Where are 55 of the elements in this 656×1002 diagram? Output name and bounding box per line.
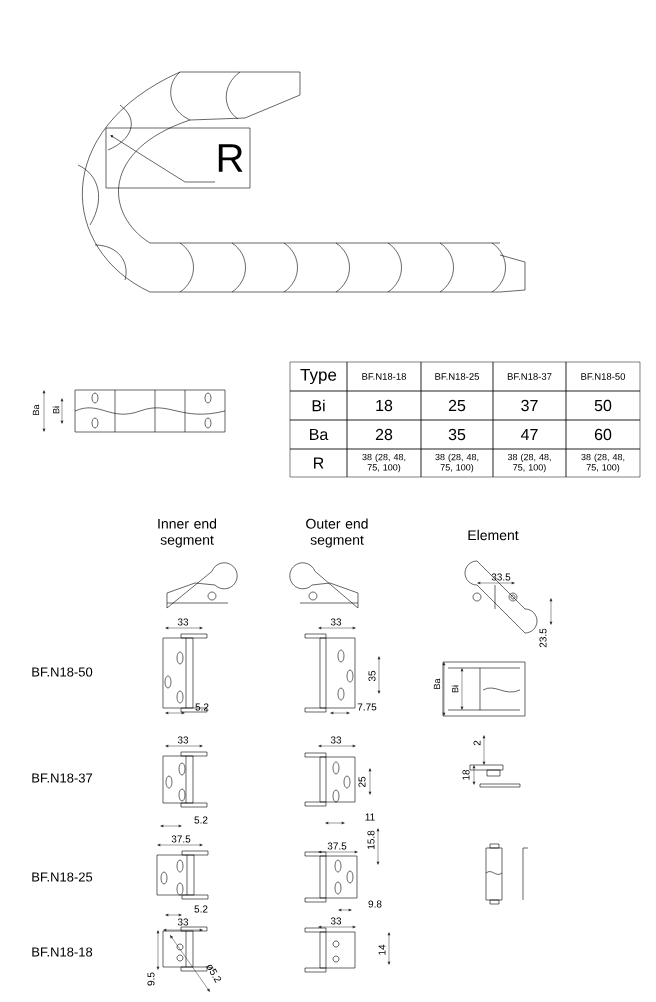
radius-label: R	[218, 144, 243, 172]
dimension-label: 9.5	[147, 972, 155, 986]
row-heading: R	[289, 448, 348, 478]
dimension-label: 5.2	[195, 703, 209, 711]
dimension-label: Ba	[32, 404, 40, 415]
dimension-label: 9.8	[368, 900, 382, 908]
type-label: BF.N18-18	[32, 947, 93, 957]
table-cell: 18	[346, 390, 422, 421]
type-label: BF.N18-50	[32, 667, 93, 677]
row-heading: Bi	[289, 390, 348, 421]
dimension-label: 33	[177, 618, 189, 626]
dimension-label: 33	[177, 736, 189, 744]
dimension-label: 33.5	[491, 573, 511, 581]
table-cell: 50	[565, 390, 641, 421]
type-label: BF.N18-25	[32, 872, 93, 882]
dimension-label: 15.8	[367, 830, 375, 849]
column-heading: BF.N18-50	[565, 361, 641, 392]
dimension-label: 7.75	[357, 703, 377, 711]
dimension-label: Ba	[433, 678, 441, 689]
table-cell: 47	[492, 419, 567, 450]
type-label: BF.N18-37	[32, 773, 93, 783]
row-heading: Ba	[289, 419, 348, 450]
table-cell: 37	[492, 390, 567, 421]
view-heading: Outer end segment	[306, 518, 368, 548]
table-cell: 28	[346, 419, 422, 450]
view-heading: Inner end segment	[158, 518, 217, 548]
dimension-label: 14	[378, 944, 386, 955]
table-cell: 60	[565, 419, 641, 450]
dimension-label: 37.5	[171, 835, 191, 843]
dimension-label: 37.5	[327, 842, 347, 850]
dimension-label: 25	[358, 776, 366, 788]
table-cell: 38 (28, 48, 75, 100)	[346, 448, 422, 478]
dimension-label: 33	[177, 918, 189, 926]
view-heading: Element	[468, 529, 519, 541]
dimension-label: 35	[368, 670, 376, 682]
table-cell: 35	[420, 419, 494, 450]
table-cell: 25	[420, 390, 494, 421]
dimension-label: 33	[330, 618, 342, 626]
dimension-label: Bi	[52, 406, 60, 414]
table-cell: 38 (28, 48, 75, 100)	[565, 448, 641, 478]
dimension-label: 5.2	[194, 905, 208, 913]
dimension-label: 33	[330, 917, 342, 925]
column-heading: BF.N18-37	[492, 361, 567, 392]
table-cell: 38 (28, 48, 75, 100)	[492, 448, 567, 478]
dimension-label: 33	[330, 736, 342, 744]
column-heading: BF.N18-18	[346, 361, 422, 392]
dimension-label: 23.5	[539, 628, 547, 648]
row-heading: Type	[289, 361, 348, 392]
table-cell: 38 (28, 48, 75, 100)	[420, 448, 494, 478]
dimension-label: 5.2	[194, 816, 208, 824]
dimension-label: 11	[365, 813, 375, 821]
dimension-label: Bi	[451, 685, 459, 693]
dimension-label: 2	[473, 740, 481, 746]
dimension-label: 18	[462, 769, 470, 780]
column-heading: BF.N18-25	[420, 361, 494, 392]
